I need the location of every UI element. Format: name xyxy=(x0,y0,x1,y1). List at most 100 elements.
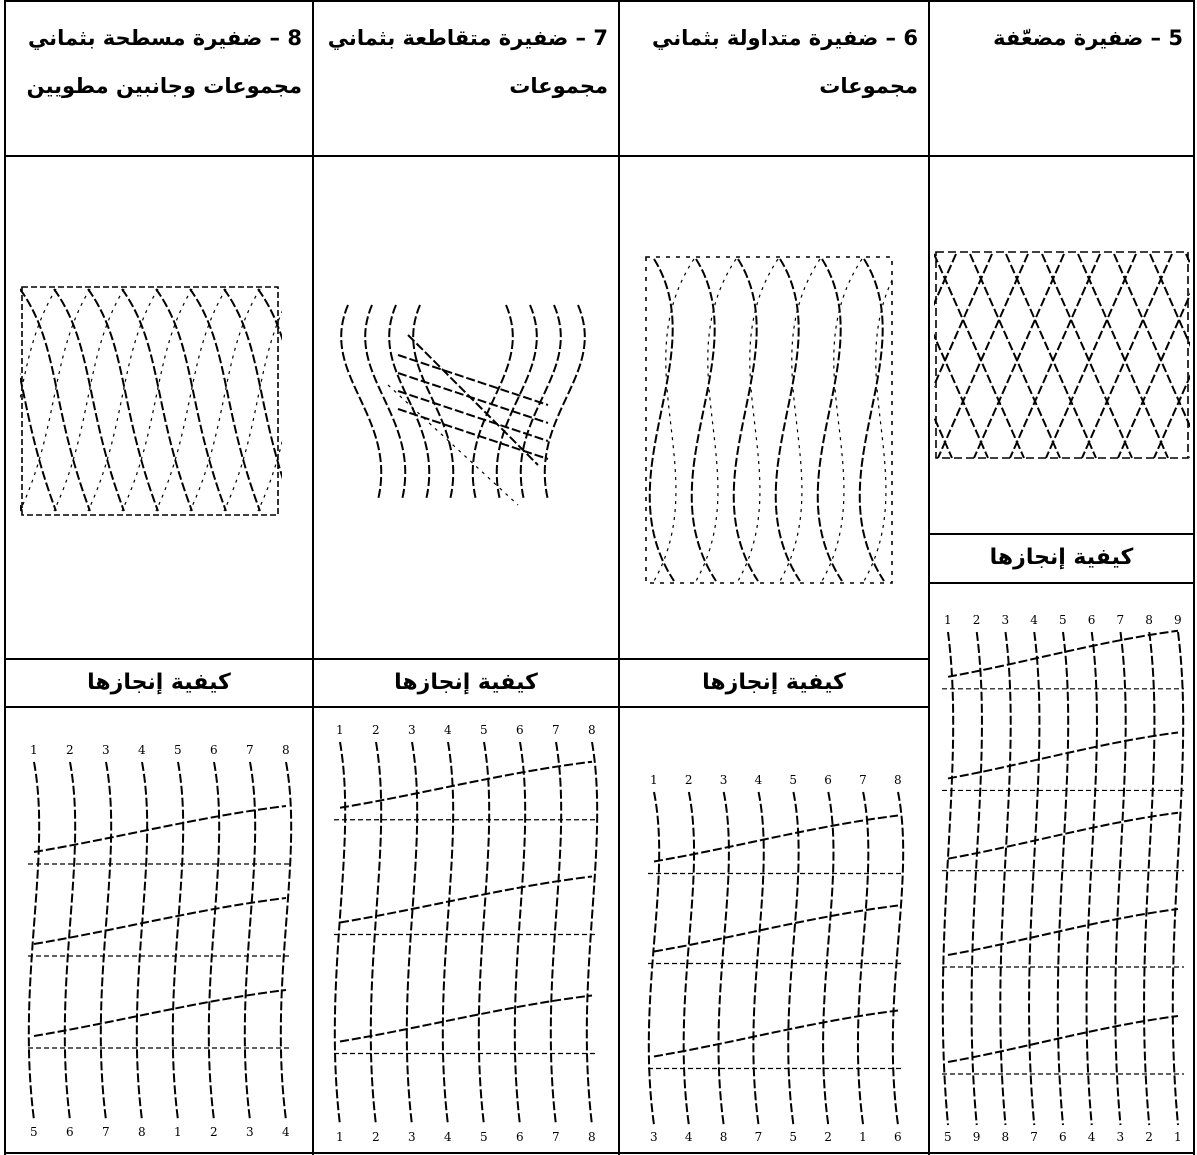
braid-strand xyxy=(893,792,903,1125)
braid-strand xyxy=(20,289,90,511)
strand-number-top: 2 xyxy=(372,723,380,737)
crossed-braid-illustration xyxy=(338,295,588,510)
strand-number-bottom: 1 xyxy=(174,1125,182,1139)
strand-number-bottom: 3 xyxy=(246,1125,254,1139)
strand-number-top: 8 xyxy=(1145,613,1153,627)
braid-strand xyxy=(734,259,758,581)
strand-number-bottom: 7 xyxy=(755,1130,763,1144)
strand-number-top: 6 xyxy=(516,723,524,737)
braid-strand xyxy=(340,762,592,808)
braid-strand xyxy=(122,289,192,511)
title-line: 5 – ضفيرة مضعّفة xyxy=(940,14,1183,62)
title-line: مجموعات xyxy=(630,62,918,110)
strand-number-bottom: 7 xyxy=(102,1125,110,1139)
braid-strand xyxy=(1144,632,1154,1125)
strand-number-top: 4 xyxy=(444,723,452,737)
braid-strand xyxy=(34,806,286,852)
braid-strand xyxy=(101,762,111,1120)
illustration-frame xyxy=(646,257,892,583)
strand-number-top: 7 xyxy=(552,723,560,737)
braid-strand xyxy=(654,1011,898,1057)
braid-strand xyxy=(473,305,513,500)
braid-strand xyxy=(515,742,525,1125)
title-col5: 5 – ضفيرة مضعّفة xyxy=(930,14,1193,62)
strand-number-bottom: 3 xyxy=(650,1130,658,1144)
strand-number-top: 3 xyxy=(720,773,728,787)
braid-strand xyxy=(1150,254,1190,458)
strand-number-bottom: 2 xyxy=(372,1130,380,1144)
strand-number-bottom: 6 xyxy=(66,1125,74,1139)
strand-number-bottom: 4 xyxy=(685,1130,693,1144)
braid-strand xyxy=(29,762,39,1120)
strand-number-bottom: 4 xyxy=(444,1130,452,1144)
title-line: مجموعات xyxy=(324,62,608,110)
strand-number-top: 7 xyxy=(246,743,254,757)
braid-strand xyxy=(365,305,405,500)
title-col7: 7 – ضفيرة متقاطعة بثماني مجموعات xyxy=(314,14,618,110)
double-braid-illustration xyxy=(934,250,1190,462)
braid-strand xyxy=(551,742,561,1125)
braid-strand xyxy=(943,632,953,1125)
braid-strand xyxy=(822,259,862,581)
braid-strand xyxy=(388,385,518,505)
howto-divider-bottom-col5 xyxy=(928,582,1195,584)
alternating-braid-illustration xyxy=(644,255,894,585)
braid-strand xyxy=(587,742,597,1125)
braid-strand xyxy=(34,990,286,1036)
braid-strand xyxy=(788,792,798,1125)
strand-number-top: 7 xyxy=(859,773,867,787)
braid-strand xyxy=(54,289,124,511)
strand-number-top: 5 xyxy=(789,773,797,787)
strand-number-bottom: 1 xyxy=(336,1130,344,1144)
braid-strand xyxy=(719,792,729,1125)
strand-number-top: 2 xyxy=(685,773,693,787)
strand-number-top: 9 xyxy=(1174,613,1182,627)
strand-number-bottom: 4 xyxy=(1088,1130,1096,1144)
braid-strand xyxy=(1029,632,1039,1125)
strand-number-bottom: 9 xyxy=(973,1130,981,1144)
strand-number-bottom: 6 xyxy=(516,1130,524,1144)
strand-number-bottom: 7 xyxy=(1030,1130,1038,1144)
strand-number-bottom: 8 xyxy=(588,1130,596,1144)
braid-strand xyxy=(137,762,147,1120)
strand-number-top: 4 xyxy=(755,773,763,787)
braid-strand xyxy=(479,742,489,1125)
braid-strand xyxy=(1114,254,1190,458)
strand-number-top: 6 xyxy=(824,773,832,787)
strand-number-bottom: 3 xyxy=(1117,1130,1125,1144)
strand-number-bottom: 8 xyxy=(1002,1130,1010,1144)
braid-strand xyxy=(934,254,956,458)
strand-number-bottom: 2 xyxy=(210,1125,218,1139)
braid-strand xyxy=(190,289,260,511)
alternating-braid-howto-diagram: 1234567834875216 xyxy=(640,770,912,1145)
braid-strand xyxy=(860,259,884,581)
braid-strand xyxy=(545,305,585,500)
strand-number-top: 8 xyxy=(894,773,902,787)
strand-number-bottom: 8 xyxy=(138,1125,146,1139)
strand-number-bottom: 4 xyxy=(282,1125,290,1139)
strand-number-bottom: 8 xyxy=(720,1130,728,1144)
braid-strand xyxy=(443,742,453,1125)
braid-strand xyxy=(1173,632,1183,1125)
braid-strand xyxy=(65,762,75,1120)
braid-strand xyxy=(948,909,1178,955)
howto-label-col5: كيفية إنجازها xyxy=(930,535,1193,581)
braid-strand xyxy=(864,259,894,581)
braid-strand xyxy=(972,632,982,1125)
braid-strand xyxy=(1115,632,1125,1125)
braid-strand xyxy=(335,742,345,1125)
strand-number-top: 2 xyxy=(973,613,981,627)
braid-strand xyxy=(1118,254,1190,458)
braid-strand xyxy=(696,259,736,581)
flat-braid-illustration xyxy=(20,285,282,520)
title-col6: 6 – ضفيرة متداولة بثماني مجموعات xyxy=(620,14,928,110)
strand-number-bottom: 5 xyxy=(789,1130,797,1144)
title-line: مجموعات وجانبين مطويين xyxy=(16,62,302,110)
braid-strand xyxy=(654,816,898,862)
howto-label-col6: كيفية إنجازها xyxy=(620,660,928,706)
strand-number-bottom: 1 xyxy=(1174,1130,1182,1144)
strand-number-bottom: 5 xyxy=(944,1130,952,1144)
strand-number-bottom: 7 xyxy=(552,1130,560,1144)
